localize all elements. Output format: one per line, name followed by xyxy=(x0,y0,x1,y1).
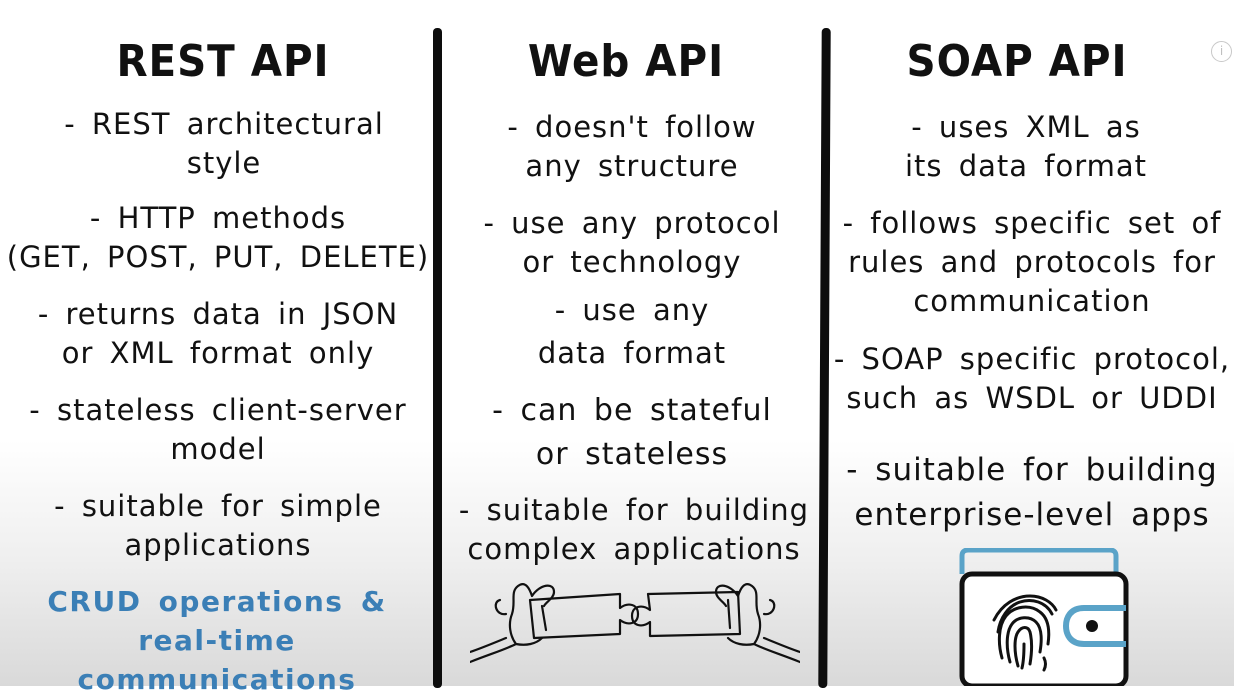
puzzle-hands-icon xyxy=(470,583,800,664)
rest-highlight-line-2: real-time communications xyxy=(77,624,357,696)
soap-api-column: SOAP API - uses XML as its data format -… xyxy=(830,0,1234,686)
rest-item-1: - REST architectural style xyxy=(12,105,436,183)
rest-api-column: REST API - REST architectural style - HT… xyxy=(0,0,436,696)
rest-item-2-line-1: - HTTP methods xyxy=(89,201,347,235)
web-item-4-line-2: or stateless xyxy=(535,437,729,472)
rest-item-5-line-2: applications xyxy=(124,528,312,562)
rest-item-3-line-2: or XML format only xyxy=(61,336,375,370)
web-item-1: - doesn't follow any structure xyxy=(444,108,820,186)
soap-api-title: SOAP API xyxy=(906,36,1128,87)
rest-item-3-line-1: - returns data in JSON xyxy=(37,297,399,331)
soap-item-3-line-2: such as WSDL or UDDI xyxy=(846,381,1218,415)
soap-item-1-line-1: - uses XML as xyxy=(911,110,1141,144)
rest-item-1-line-2: style xyxy=(186,146,262,180)
soap-item-1-line-2: its data format xyxy=(904,149,1148,183)
soap-item-2-line-2: rules and protocols for xyxy=(848,245,1216,279)
web-item-1-line-1: - doesn't follow xyxy=(507,110,757,144)
rest-item-2: - HTTP methods (GET, POST, PUT, DELETE) xyxy=(0,199,436,277)
web-api-title: Web API xyxy=(527,36,725,87)
soap-item-1: - uses XML as its data format xyxy=(818,108,1234,186)
rest-highlight-line-1: CRUD operations & xyxy=(47,585,387,618)
soap-item-2: - follows specific set of rules and prot… xyxy=(830,204,1234,321)
rest-item-4-line-2: model xyxy=(170,432,266,466)
web-item-3: - use any data format xyxy=(444,289,820,375)
rest-item-1-line-1: - REST architectural xyxy=(64,107,384,141)
fingerprint-wallet-icon xyxy=(959,548,1129,686)
rest-api-title: REST API xyxy=(116,36,330,87)
rest-item-2-line-2: (GET, POST, PUT, DELETE) xyxy=(6,240,430,274)
rest-item-4: - stateless client-server model xyxy=(0,391,436,469)
web-item-2-line-2: or technology xyxy=(522,245,742,279)
soap-item-3-line-1: - SOAP specific protocol, xyxy=(833,342,1231,376)
web-item-3-line-1: - use any xyxy=(554,293,710,327)
web-item-4-line-1: - can be stateful xyxy=(492,393,772,428)
rest-use-case-highlight: CRUD operations & real-time communicatio… xyxy=(0,582,436,699)
rest-item-5-line-1: - suitable for simple xyxy=(54,489,382,523)
web-item-3-line-2: data format xyxy=(537,336,727,370)
soap-item-2-line-3: communication xyxy=(913,284,1151,318)
web-item-1-line-2: any structure xyxy=(525,149,739,183)
rest-item-4-line-1: - stateless client-server xyxy=(29,393,407,427)
info-icon[interactable]: i xyxy=(1211,41,1232,62)
rest-item-5: - suitable for simple applications xyxy=(0,487,436,565)
web-item-2-line-1: - use any protocol xyxy=(483,206,781,240)
soap-item-4: - suitable for building enterprise-level… xyxy=(830,448,1234,538)
web-item-5-line-1: - suitable for building xyxy=(458,493,810,527)
soap-item-4-line-2: enterprise-level apps xyxy=(854,497,1210,533)
web-item-5-line-2: complex applications xyxy=(467,532,801,566)
soap-item-4-line-1: - suitable for building xyxy=(846,452,1218,488)
web-item-2: - use any protocol or technology xyxy=(444,204,820,282)
rest-item-3: - returns data in JSON or XML format onl… xyxy=(0,295,436,373)
web-item-5: - suitable for building complex applicat… xyxy=(438,491,830,569)
column-divider-left xyxy=(433,28,442,688)
soap-item-3: - SOAP specific protocol, such as WSDL o… xyxy=(830,340,1234,418)
web-item-4: - can be stateful or stateless xyxy=(444,389,820,477)
soap-item-2-line-1: - follows specific set of xyxy=(842,206,1222,240)
web-api-column: Web API - doesn't follow any structure -… xyxy=(444,0,820,686)
